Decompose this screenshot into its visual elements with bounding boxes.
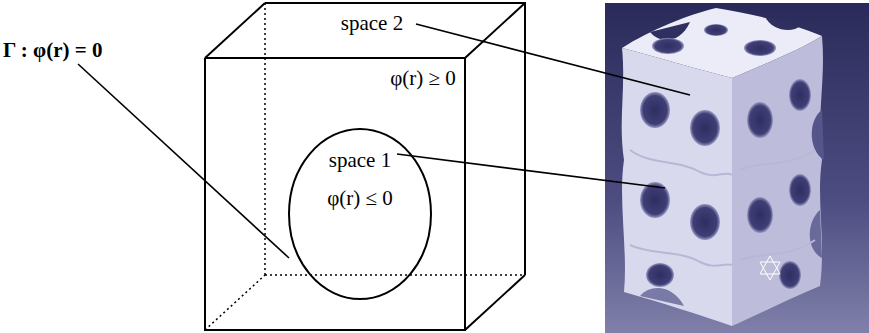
region-name: space 2 [341, 11, 403, 35]
hidden-edge [265, 274, 525, 276]
sphere-outline-path [289, 129, 431, 299]
gyroid-render [605, 3, 869, 333]
cube-edge [205, 58, 465, 330]
leader-line [397, 154, 665, 188]
cube-region: space 1 φ(r) ≤ 0 space 2 φ(r) ≥ 0 [205, 3, 526, 331]
render-background [605, 3, 869, 333]
gyroid-holes [640, 24, 811, 289]
leader-line [78, 64, 289, 258]
gyroid-scallop [765, 16, 800, 30]
leader-lines [78, 24, 690, 258]
cube-edge [465, 275, 525, 330]
hidden-edge [264, 3, 266, 275]
axis-icon [760, 256, 780, 280]
gyroid-front-face [622, 48, 732, 326]
gyroid-scallop [810, 210, 822, 258]
region-name: space 1 [329, 148, 391, 172]
gyroid-scallop [650, 22, 690, 40]
gyroid-scallop [812, 110, 824, 160]
level-set-condition: φ(r) ≤ 0 [327, 186, 393, 210]
hidden-edge [205, 275, 265, 330]
gyroid-side-face [732, 36, 823, 326]
cube-edge [465, 3, 525, 58]
interface-label: Γ : φ(r) = 0 [3, 38, 102, 62]
cube-edge [205, 3, 265, 58]
level-set-condition: φ(r) ≥ 0 [388, 66, 458, 90]
sphere-region: space 1 φ(r) ≤ 0 [288, 128, 432, 300]
gyroid-shading [630, 150, 815, 266]
gyroid-scallop [640, 288, 684, 306]
